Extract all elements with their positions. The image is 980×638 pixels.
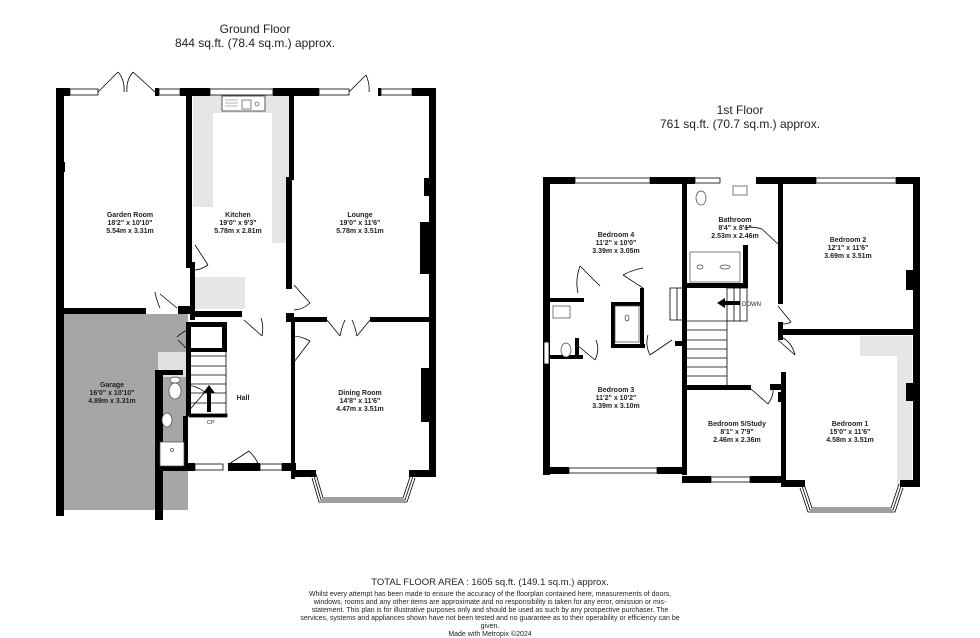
room-name: Bathroom: [718, 217, 752, 224]
ground-floor-title: Ground Floor: [219, 22, 291, 36]
room-label-bedroom-3: Bedroom 3 11'2" x 10'2" 3.39m x 3.10m: [576, 387, 656, 411]
room-dimensions-imperial: 15'0" x 11'6": [829, 429, 871, 436]
ground-floor-heading: Ground Floor 844 sq.ft. (78.4 sq.m.) app…: [120, 22, 390, 50]
first-floor-plan: DOWN CP: [207, 177, 920, 513]
room-dimensions-imperial: 12'1" x 11'6": [827, 245, 869, 252]
room-label-dining-room: Dining Room 14'8" x 11'6" 4.47m x 3.51m: [320, 390, 400, 414]
room-dimensions-metric: 4.89m x 3.31m: [88, 398, 136, 405]
room-label-bedroom-5-study: Bedroom 5/Study 8'1" x 7'9" 2.46m x 2.36…: [692, 421, 782, 445]
room-name: Lounge: [347, 212, 373, 219]
room-label-lounge: Lounge 19'0" x 11'6" 5.78m x 3.51m: [320, 212, 400, 236]
first-floor-heading: 1st Floor 761 sq.ft. (70.7 sq.m.) approx…: [620, 103, 860, 131]
first-floor-title: 1st Floor: [716, 103, 764, 117]
disclaimer-text: Whilst every attempt has been made to en…: [300, 591, 680, 630]
room-name: Bedroom 2: [829, 237, 867, 244]
room-label-kitchen: Kitchen 19'0" x 9'3" 5.78m x 2.81m: [198, 212, 278, 236]
room-name: Dining Room: [338, 390, 382, 397]
room-dimensions-imperial: 8'4" x 8'1": [718, 225, 752, 232]
room-dimensions-metric: 2.46m x 2.36m: [713, 437, 761, 444]
room-dimensions-imperial: 11'2" x 10'0": [595, 240, 637, 247]
room-label-garage: Garage 16'0" x 10'10" 4.89m x 3.31m: [72, 382, 152, 406]
room-dimensions-metric: 5.54m x 3.31m: [106, 228, 154, 235]
room-label-garden-room: Garden Room 18'2" x 10'10" 5.54m x 3.31m: [90, 212, 170, 236]
room-dimensions-metric: 3.39m x 3.10m: [592, 403, 640, 410]
total-floor-area: TOTAL FLOOR AREA : 1605 sq.ft. (149.1 sq…: [371, 577, 609, 588]
room-name: Bedroom 4: [597, 232, 635, 239]
room-dimensions-imperial: 16'0" x 10'10": [89, 390, 135, 397]
stairs-down-arrow-icon: [717, 298, 740, 308]
bay-window: [311, 473, 416, 503]
room-dimensions-imperial: 14'8" x 11'6": [339, 398, 381, 405]
room-name: Garage: [99, 382, 125, 389]
room-dimensions-metric: 5.78m x 3.51m: [336, 228, 384, 235]
first-floor-stairs: [669, 287, 748, 385]
ground-floor-plan: [56, 71, 436, 520]
bathroom-toilet-icon: [695, 190, 707, 206]
room-dimensions-metric: 4.47m x 3.51m: [336, 406, 384, 413]
room-dimensions-imperial: 8'1" x 7'9": [720, 429, 754, 436]
stairs-up-arrow-icon: [203, 385, 215, 412]
room-dimensions-imperial: 18'2" x 10'10": [107, 220, 153, 227]
garage-area: [62, 314, 188, 510]
bathroom-basin-icon: [732, 185, 748, 196]
shower-tray-icon: [159, 441, 185, 467]
room-name: Bedroom 3: [597, 387, 635, 394]
kitchen-sink-icon: [221, 95, 266, 112]
first-floor-area: 761 sq.ft. (70.7 sq.m.) approx.: [659, 117, 821, 131]
room-name: Bedroom 1: [831, 421, 869, 428]
room-dimensions-metric: 4.58m x 3.51m: [826, 437, 874, 444]
room-name: Kitchen: [225, 212, 251, 219]
basin-icon: [161, 412, 173, 428]
room-name: Bedroom 5/Study: [708, 421, 766, 428]
room-dimensions-imperial: 19'0" x 9'3": [219, 220, 257, 227]
made-with-credit: Made with Metropix ©2024: [448, 631, 532, 638]
room-dimensions-metric: 2.53m x 2.46m: [711, 233, 759, 240]
room-label-hall: Hall: [228, 395, 258, 403]
room-label-bathroom: Bathroom 8'4" x 8'1" 2.53m x 2.46m: [695, 217, 775, 241]
room-dimensions-metric: 3.39m x 3.05m: [592, 248, 640, 255]
room-label-bedroom-4: Bedroom 4 11'2" x 10'0" 3.39m x 3.05m: [576, 232, 656, 256]
room-label-bedroom-2: Bedroom 2 12'1" x 11'6" 3.69m x 3.51m: [808, 237, 888, 261]
room-dimensions-imperial: 11'2" x 10'2": [595, 395, 637, 402]
ground-floor-area: 844 sq.ft. (78.4 sq.m.) approx.: [174, 36, 336, 50]
stairs-down-label: DOWN: [742, 302, 761, 308]
room-name: Hall: [236, 395, 250, 402]
room-name: Garden Room: [106, 212, 154, 219]
cupboard-label: CP: [207, 420, 215, 426]
room-dimensions-metric: 5.78m x 2.81m: [214, 228, 262, 235]
room-label-bedroom-1: Bedroom 1 15'0" x 11'6" 4.58m x 3.51m: [810, 421, 890, 445]
toilet-icon: [168, 382, 182, 400]
room-dimensions-metric: 3.69m x 3.51m: [824, 253, 872, 260]
room-dimensions-imperial: 19'0" x 11'6": [339, 220, 381, 227]
